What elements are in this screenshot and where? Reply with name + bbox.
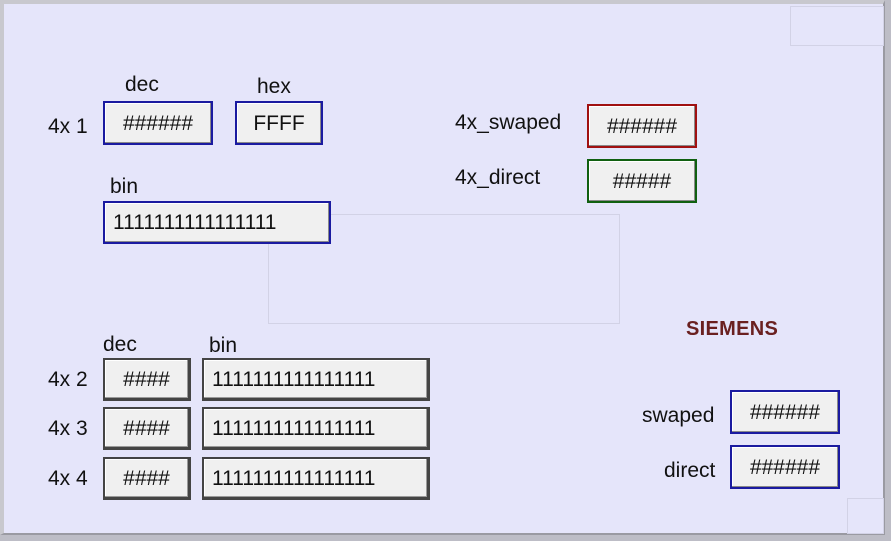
row-label-4x3: 4x 3 bbox=[48, 417, 88, 440]
row-label-4x1: 4x 1 bbox=[48, 115, 88, 138]
siemens-logo-text: SIEMENS bbox=[686, 318, 779, 340]
ghost-frame-center bbox=[268, 214, 620, 324]
direct-label-4x: 4x_direct bbox=[455, 166, 541, 189]
hex-field-4x1[interactable]: FFFF bbox=[235, 101, 323, 145]
bin-header-2: bin bbox=[209, 334, 238, 357]
bin-field-4x2[interactable]: 1111111111111111 bbox=[202, 358, 430, 401]
swaped-field[interactable]: ###### bbox=[730, 390, 840, 434]
dec-field-4x3[interactable]: #### bbox=[103, 407, 191, 450]
swaped-label: swaped bbox=[642, 404, 715, 427]
dec-header-1: dec bbox=[125, 73, 159, 96]
direct-field-4x[interactable]: ##### bbox=[587, 159, 697, 203]
direct-label: direct bbox=[664, 459, 716, 482]
bin-field-4x3[interactable]: 1111111111111111 bbox=[202, 407, 430, 450]
hex-header: hex bbox=[257, 75, 291, 98]
dec-field-4x4[interactable]: #### bbox=[103, 457, 191, 500]
dec-field-4x1[interactable]: ###### bbox=[103, 101, 213, 145]
ghost-frame-bottom-right bbox=[847, 498, 884, 534]
bin-field-4x4[interactable]: 1111111111111111 bbox=[202, 457, 430, 500]
direct-field[interactable]: ###### bbox=[730, 445, 840, 489]
row-label-4x4: 4x 4 bbox=[48, 467, 88, 490]
bin-field-4x1[interactable]: 1111111111111111 bbox=[103, 201, 331, 244]
dec-header-2: dec bbox=[103, 333, 137, 356]
swaped-label-4x: 4x_swaped bbox=[455, 111, 562, 134]
dec-field-4x2[interactable]: #### bbox=[103, 358, 191, 401]
row-label-4x2: 4x 2 bbox=[48, 368, 88, 391]
bin-header-1: bin bbox=[110, 175, 139, 198]
ghost-frame-top-right bbox=[790, 6, 884, 46]
swaped-field-4x[interactable]: ###### bbox=[587, 104, 697, 148]
